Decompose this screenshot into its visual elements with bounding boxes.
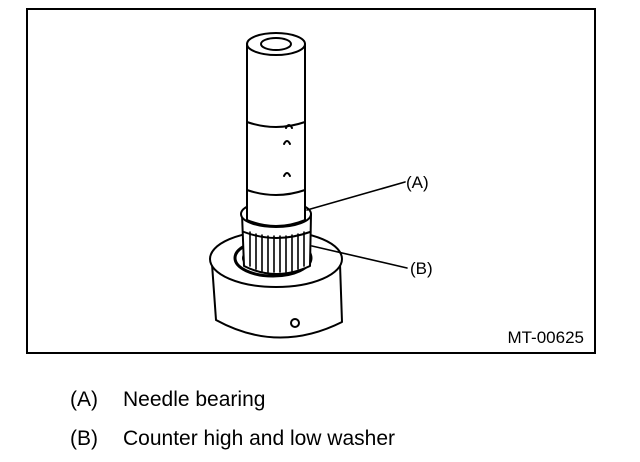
legend-text: Needle bearing (123, 387, 266, 411)
leader-line-b (311, 245, 408, 269)
callout-label-a: (A) (406, 173, 429, 192)
leader-line-a (306, 181, 406, 211)
figure-code: MT-00625 (507, 328, 584, 347)
legend: (A) Needle bearing (B) Counter high and … (70, 384, 590, 462)
figure-frame: (A) (B) MT-00625 (26, 8, 596, 354)
base-hole (290, 318, 300, 328)
callout-label-b: (B) (410, 259, 433, 278)
needle-bearing (241, 213, 312, 275)
legend-key: (B) (70, 426, 98, 450)
shaft-illustration (209, 32, 408, 339)
base-disc-body (211, 263, 343, 339)
shaft (246, 43, 306, 227)
legend-text: Counter high and low washer (123, 426, 395, 450)
legend-item: (A) Needle bearing (70, 384, 590, 414)
legend-item: (B) Counter high and low washer (70, 423, 590, 453)
legend-key: (A) (70, 387, 98, 411)
shaft-top (246, 32, 306, 56)
